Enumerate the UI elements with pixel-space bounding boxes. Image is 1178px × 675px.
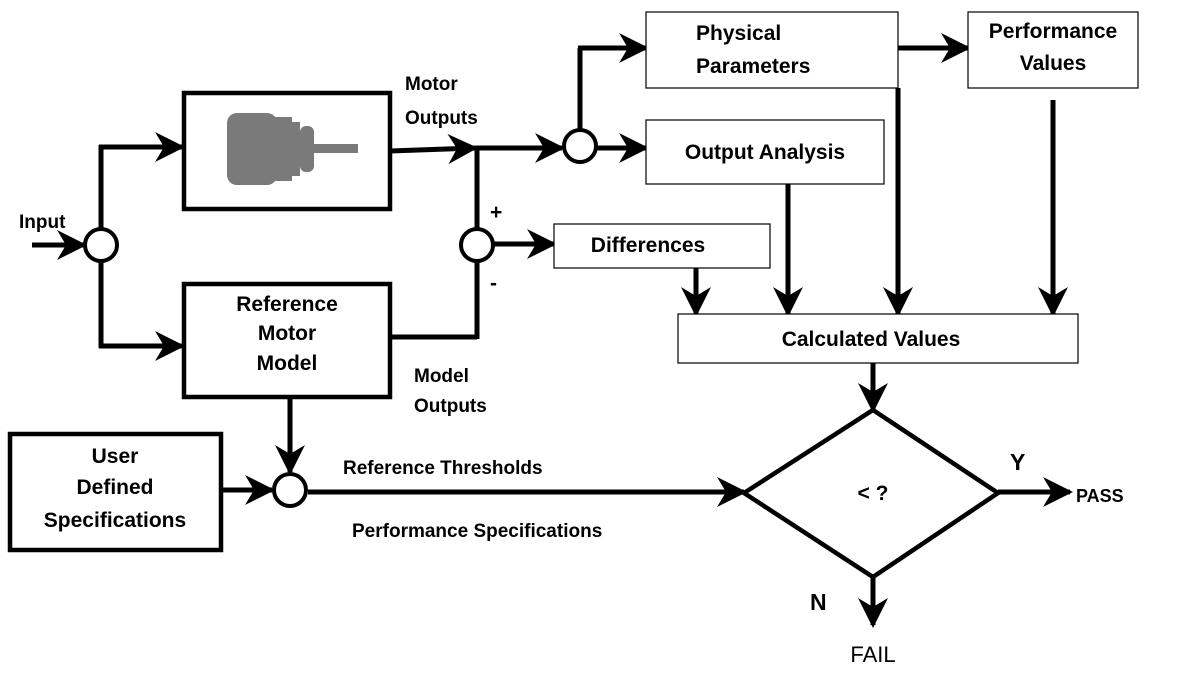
motor-outputs-line2: Outputs [405,108,478,129]
plus-sign: + [490,201,502,224]
fail-label: FAIL [850,642,895,667]
user-spec-line3: Specifications [44,509,186,532]
physical-parameters-box [645,11,899,89]
motor-outputs-line1: Motor [405,74,458,95]
performance-values-line2: Values [1020,52,1087,75]
differences-box [553,223,771,269]
pass-label: PASS [1076,486,1124,506]
connectors [32,33,1073,628]
reference-model-line3: Model [257,352,318,375]
spec-junction [272,472,308,508]
user-spec-line1: User [92,445,139,468]
reference-model-box [181,281,393,400]
output-analysis-box [645,119,885,185]
input-split-junction [83,227,119,263]
reference-model-line2: Motor [258,322,316,345]
no-label: N [810,589,827,615]
decision-diamond [739,407,1003,580]
difference-junction [459,227,495,263]
output-analysis-label: Output Analysis [685,141,845,164]
motor-output-arrow [389,133,478,164]
decision-label: < ? [858,482,889,505]
performance-values-box [967,11,1139,89]
motor-icon [227,113,358,185]
input-label: Input [19,212,66,233]
performance-specifications-label: Performance Specifications [352,521,602,542]
calculated-values-label: Calculated Values [782,328,961,351]
physical-parameters-line2: Parameters [696,55,810,78]
performance-values-line1: Performance [989,20,1117,43]
user-spec-line2: Defined [76,476,153,499]
physical-parameters-line1: Physical [696,22,781,45]
reference-thresholds-label: Reference Thresholds [343,458,543,479]
output-junction [562,128,598,164]
model-outputs-line2: Outputs [414,396,487,417]
reference-model-line1: Reference [236,293,338,316]
calculated-values-box [677,313,1079,364]
user-spec-box [7,431,224,553]
minus-sign: - [490,272,497,295]
differences-label: Differences [591,234,705,257]
yes-label: Y [1010,449,1025,475]
model-outputs-line1: Model [414,366,469,387]
